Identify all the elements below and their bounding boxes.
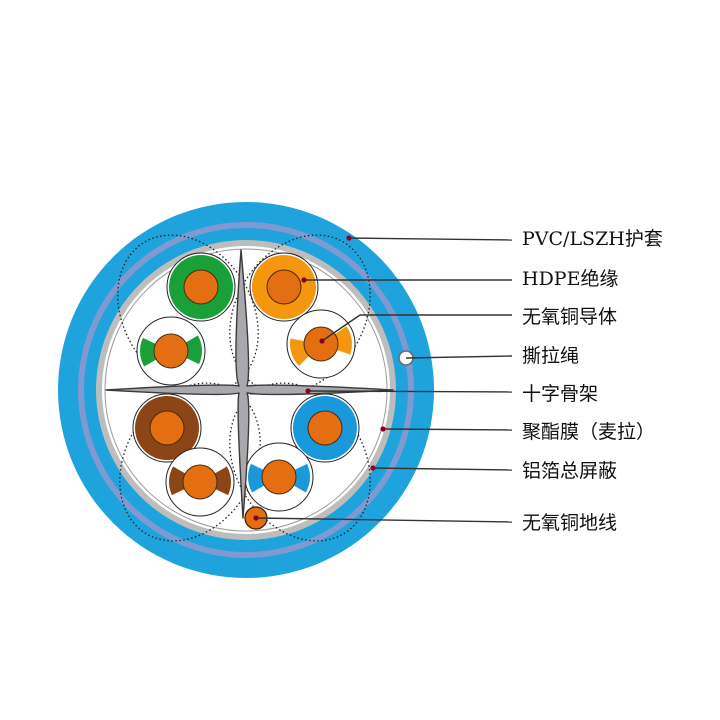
- green-wire: [166, 252, 236, 322]
- labels: PVC/LSZH护套 HDPE绝缘 无氧铜导体 撕拉绳 十字骨架 聚酯膜（麦拉）…: [522, 228, 663, 534]
- brown-wire: [132, 393, 202, 463]
- copper-conductor: [266, 269, 302, 305]
- color-stripe: [248, 463, 265, 493]
- leader-dot: [253, 515, 259, 521]
- leader-line: [372, 467, 513, 471]
- color-stripe: [185, 335, 202, 365]
- leader-line: [348, 237, 513, 241]
- color-stripe: [169, 466, 186, 496]
- copper-conductor: [149, 410, 185, 446]
- label-insulation: HDPE绝缘: [522, 268, 618, 290]
- leader-dot: [346, 235, 352, 241]
- label-conductor: 无氧铜导体: [522, 306, 617, 328]
- copper-conductor: [261, 459, 297, 495]
- label-cross-filler: 十字骨架: [522, 383, 598, 405]
- color-stripe: [214, 466, 231, 496]
- color-stripe: [140, 337, 157, 367]
- leader-line: [405, 355, 513, 359]
- orange-wire: [249, 252, 319, 322]
- color-stripe: [334, 326, 352, 355]
- copper-conductor: [182, 464, 218, 500]
- label-jacket: PVC/LSZH护套: [522, 228, 663, 250]
- leader-lines: [253, 235, 513, 523]
- color-stripe: [290, 338, 310, 366]
- white-brown-wire: [165, 447, 235, 517]
- cross-filler: [105, 249, 394, 519]
- leader-line: [307, 390, 513, 393]
- label-foil-shield: 铝箔总屏蔽: [522, 460, 617, 482]
- copper-conductor: [303, 326, 339, 362]
- copper-conductor: [307, 410, 343, 446]
- leader-dot: [319, 338, 325, 344]
- leader-line: [255, 517, 513, 523]
- cable-body: [58, 202, 434, 578]
- copper-conductor: [183, 269, 219, 305]
- label-polyester-film: 聚酯膜（麦拉）: [522, 421, 655, 443]
- white-green-wire: [136, 316, 206, 386]
- leader-dot: [370, 465, 376, 471]
- color-stripe: [293, 463, 310, 493]
- white-orange-wire: [286, 309, 356, 379]
- leader-dot: [305, 388, 311, 394]
- copper-conductor: [153, 333, 189, 369]
- white-blue-wire: [244, 442, 314, 512]
- leader-dot: [380, 426, 386, 432]
- leader-line: [382, 428, 513, 431]
- leader-line: [321, 314, 361, 342]
- blue-wire: [290, 393, 360, 463]
- label-ripcord: 撕拉绳: [522, 345, 579, 367]
- leader-dot: [301, 277, 307, 283]
- label-drain-wire: 无氧铜地线: [522, 512, 617, 534]
